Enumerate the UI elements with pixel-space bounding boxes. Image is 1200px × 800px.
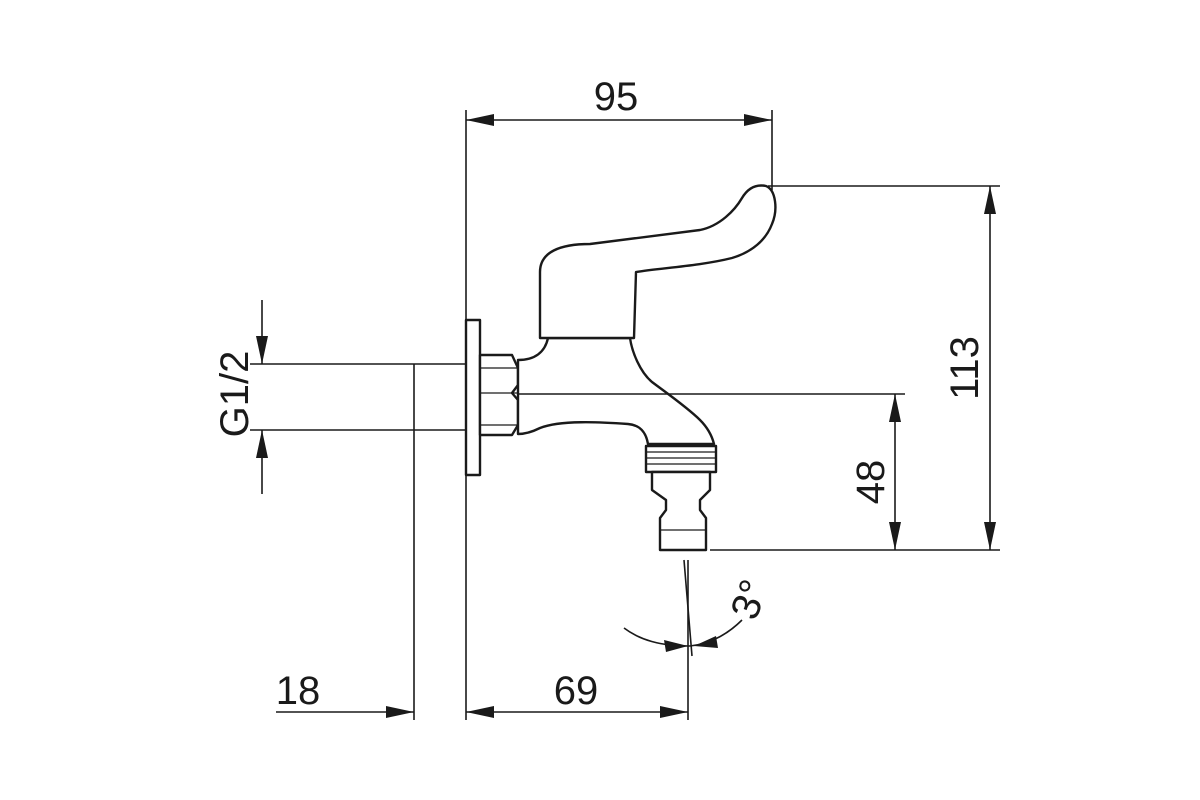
wall-flange (464, 318, 482, 477)
hose-nozzle (650, 470, 712, 552)
dimension-69-label: 69 (554, 669, 599, 713)
lever-handle (538, 184, 777, 340)
nozzle-collar (644, 444, 718, 474)
angle-label: 3° (723, 574, 777, 625)
hex-nut (478, 353, 520, 437)
faucet-body (464, 184, 777, 552)
dimension-113-label: 113 (943, 336, 987, 400)
dimension-95-label: 95 (594, 75, 639, 119)
dimension-lines (250, 110, 1000, 720)
dimension-18-label: 18 (276, 669, 321, 713)
thread-size-label: G1/2 (213, 351, 257, 438)
spout (516, 336, 716, 446)
dimension-48-label: 48 (849, 460, 893, 505)
